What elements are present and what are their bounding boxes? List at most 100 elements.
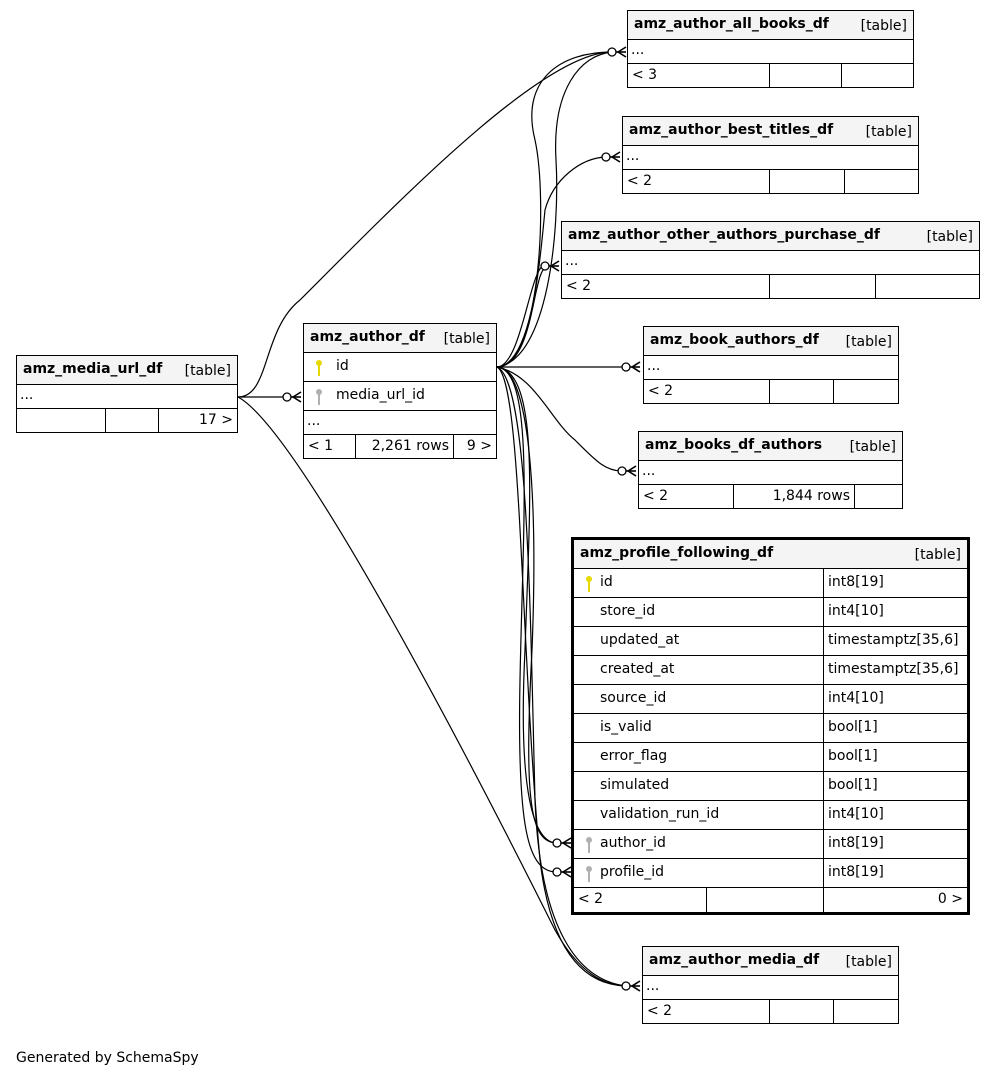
table-name[interactable]: amz_author_best_titles_df — [629, 122, 834, 138]
column-name: source_id — [600, 690, 667, 706]
table-footer: 17 > — [17, 409, 237, 432]
row-count: 2,261 rows — [371, 438, 449, 454]
relationship-author-to-author-media-a — [496, 366, 627, 987]
table-kind: [table] — [849, 439, 896, 455]
table-header: amz_author_best_titles_df [table] — [623, 117, 918, 146]
table-footer: < 2 — [623, 170, 918, 193]
table-amz-author-other-authors-purchase-df[interactable]: amz_author_other_authors_purchase_df [ta… — [561, 221, 980, 299]
table-header: amz_book_authors_df [table] — [644, 327, 898, 356]
table-name[interactable]: amz_books_df_authors — [645, 437, 823, 453]
table-kind: [table] — [860, 18, 907, 34]
parents-count: < 1 — [308, 438, 334, 454]
table-kind: [table] — [443, 331, 490, 347]
table-footer: < 2 1,844 rows — [639, 485, 902, 508]
column-name: created_at — [600, 661, 675, 677]
ellipsis-row: ... — [623, 146, 918, 170]
ellipsis-row: ... — [628, 40, 913, 64]
table-name[interactable]: amz_author_media_df — [649, 952, 820, 968]
table-name[interactable]: amz_author_all_books_df — [634, 16, 829, 32]
ellipsis-row: ... — [304, 411, 496, 435]
table-footer: < 2 0 > — [574, 888, 967, 912]
column-type: bool[1] — [828, 719, 878, 735]
table-header: amz_profile_following_df [table] — [574, 540, 967, 569]
foreign-key-icon — [316, 389, 322, 405]
table-kind: [table] — [926, 229, 973, 245]
children-count: 0 > — [937, 891, 963, 907]
children-count: 9 > — [466, 438, 492, 454]
column-name: id — [600, 574, 613, 590]
column-type: int4[10] — [828, 806, 884, 822]
table-amz-author-all-books-df[interactable]: amz_author_all_books_df [table] ... < 3 — [627, 10, 914, 88]
crowfoot-marker-book-authors — [621, 361, 641, 373]
column-type: int4[10] — [828, 690, 884, 706]
column-type: bool[1] — [828, 748, 878, 764]
column-type: bool[1] — [828, 777, 878, 793]
parents-count: < 2 — [578, 891, 604, 907]
table-header: amz_author_df [table] — [304, 324, 496, 353]
relationship-author-to-books-df — [496, 366, 623, 472]
relationship-media-to-all-books — [237, 51, 611, 398]
column-type: timestamptz[35,6] — [828, 661, 959, 677]
ellipsis-row: ... — [17, 385, 237, 409]
table-amz-profile-following-df[interactable]: amz_profile_following_df [table] id int8[… — [571, 537, 970, 915]
column-name: validation_run_id — [600, 806, 720, 822]
table-name[interactable]: amz_author_other_authors_purchase_df — [568, 227, 880, 243]
relationship-author-to-all-books-b — [496, 51, 613, 368]
table-kind: [table] — [914, 547, 961, 563]
column-row: store_id int4[10] — [574, 598, 967, 627]
table-amz-book-authors-df[interactable]: amz_book_authors_df [table] ... < 2 — [643, 326, 899, 404]
table-header: amz_author_media_df [table] — [643, 947, 898, 976]
crowfoot-marker-author — [282, 391, 302, 403]
column-name: author_id — [600, 835, 666, 851]
crowfoot-marker-all-books — [607, 46, 627, 58]
table-kind: [table] — [845, 954, 892, 970]
relationship-author-to-other-a — [496, 264, 546, 368]
column-row: id — [304, 353, 496, 382]
parents-count: < 2 — [647, 1003, 673, 1019]
table-kind: [table] — [845, 334, 892, 350]
column-name: updated_at — [600, 632, 680, 648]
ellipsis-row: ... — [644, 356, 898, 380]
table-name[interactable]: amz_media_url_df — [23, 361, 163, 377]
table-amz-author-media-df[interactable]: amz_author_media_df [table] ... < 2 — [642, 946, 899, 1024]
column-type: int8[19] — [828, 574, 884, 590]
primary-key-icon — [316, 360, 322, 376]
parents-count: < 2 — [627, 173, 653, 189]
foreign-key-icon — [586, 837, 592, 853]
table-footer: < 2 — [562, 275, 979, 298]
row-count: 1,844 rows — [772, 488, 850, 504]
table-amz-author-best-titles-df[interactable]: amz_author_best_titles_df [table] ... < … — [622, 116, 919, 194]
column-name: media_url_id — [336, 387, 425, 403]
table-amz-media-url-df[interactable]: amz_media_url_df [table] ... 17 > — [16, 355, 238, 433]
table-amz-books-df-authors[interactable]: amz_books_df_authors [table] ... < 2 1,8… — [638, 431, 903, 509]
column-row: source_id int4[10] — [574, 685, 967, 714]
crowfoot-marker-author-media — [621, 980, 641, 992]
column-row: media_url_id — [304, 382, 496, 411]
primary-key-icon — [586, 576, 592, 592]
table-amz-author-df[interactable]: amz_author_df [table] id media_url_id ..… — [303, 323, 497, 459]
crowfoot-marker-best-titles — [601, 151, 621, 163]
column-row: id int8[19] — [574, 569, 967, 598]
crowfoot-marker-pf-profile — [552, 866, 572, 878]
relationship-author-to-best-titles — [496, 156, 607, 368]
table-name[interactable]: amz_book_authors_df — [650, 332, 819, 348]
relationship-author-to-all-books-a — [496, 51, 613, 368]
table-header: amz_author_all_books_df [table] — [628, 11, 913, 40]
table-name[interactable]: amz_author_df — [310, 329, 425, 345]
column-name: store_id — [600, 603, 656, 619]
foreign-key-icon — [586, 866, 592, 882]
column-type: int4[10] — [828, 603, 884, 619]
relationship-author-to-other-b — [496, 266, 548, 368]
ellipsis-row: ... — [643, 976, 898, 1000]
table-footer: < 2 — [643, 1000, 898, 1023]
relationship-author-to-author-media-b — [496, 366, 627, 987]
table-name[interactable]: amz_profile_following_df — [580, 545, 774, 561]
parents-count: < 2 — [648, 383, 674, 399]
